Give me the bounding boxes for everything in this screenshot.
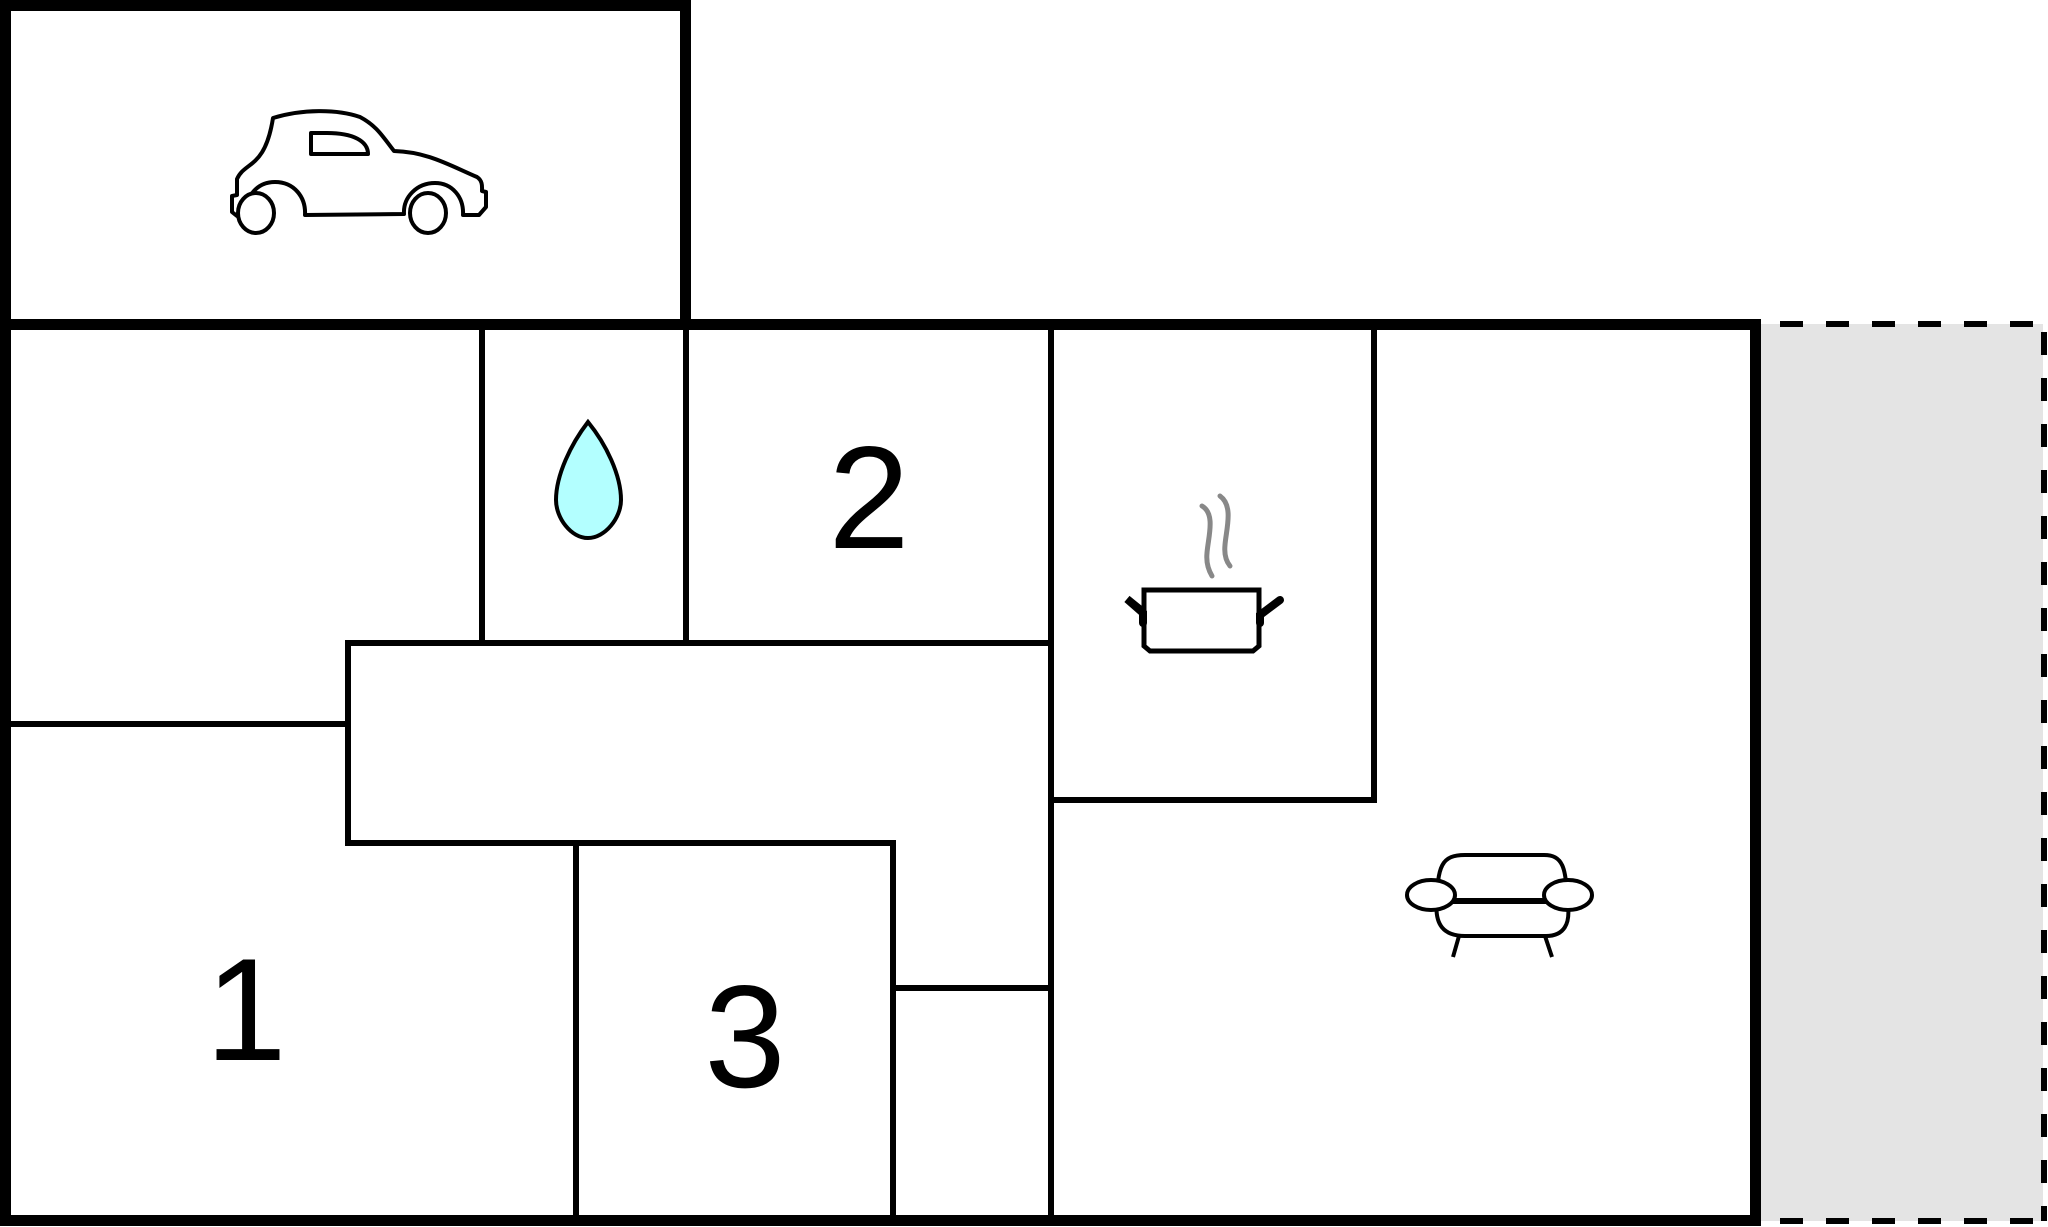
room-label-1: 1 (205, 928, 287, 1091)
cooking-pot-icon (1124, 493, 1284, 654)
interior-walls (5, 327, 1377, 1221)
sofa-icon (1405, 853, 1594, 958)
terrace (1760, 321, 2047, 1224)
car-icon (230, 109, 488, 235)
house-outline (0, 319, 1761, 1226)
room-label-2: 2 (828, 416, 910, 579)
room-label-3: 3 (704, 955, 786, 1118)
water-drop-icon (553, 418, 624, 541)
